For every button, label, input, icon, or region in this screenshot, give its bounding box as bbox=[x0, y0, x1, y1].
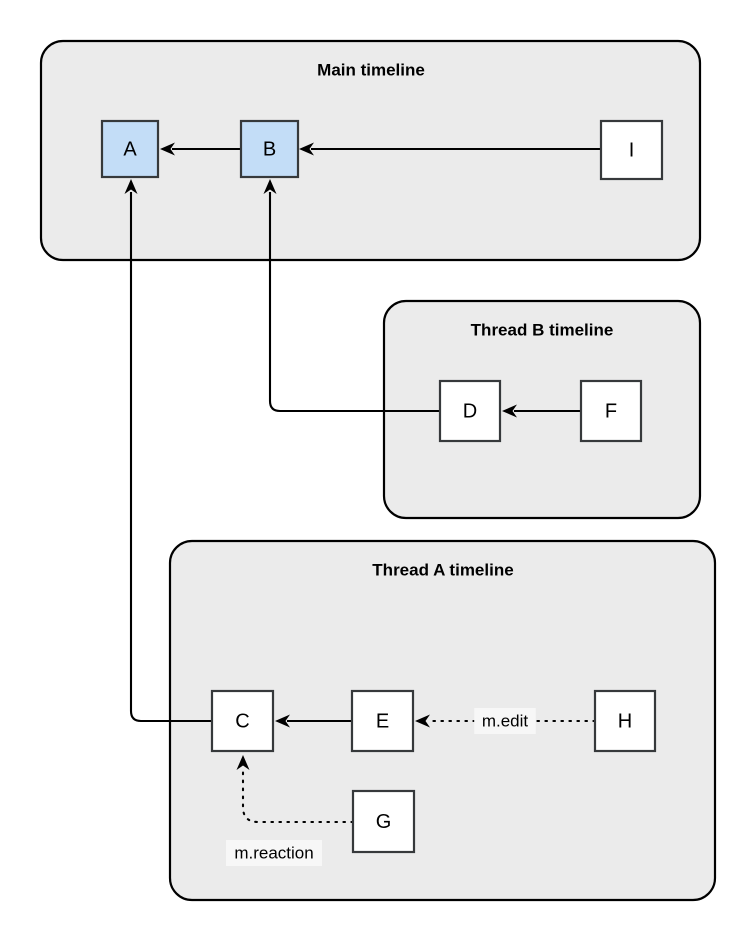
arrow-head-h-to-e bbox=[415, 714, 430, 728]
event-label-F: F bbox=[605, 400, 617, 422]
event-label-G: G bbox=[376, 811, 392, 833]
event-label-C: C bbox=[235, 710, 249, 732]
edge-c-to-a bbox=[124, 179, 212, 723]
edge-label-h-to-e: m.edit bbox=[482, 711, 529, 730]
event-node-C[interactable]: C bbox=[210, 689, 275, 753]
event-box-A[interactable] bbox=[100, 119, 160, 179]
edge-h-to-e bbox=[415, 714, 597, 728]
event-label-I: I bbox=[629, 139, 635, 161]
arrow-head-e-to-c bbox=[275, 714, 290, 728]
event-node-G[interactable]: G bbox=[351, 789, 416, 854]
event-label-H: H bbox=[618, 710, 632, 732]
timeline-title-thread-b: Thread B timeline bbox=[471, 320, 614, 339]
edge-f-to-d bbox=[502, 404, 581, 418]
edge-e-to-c bbox=[275, 714, 352, 728]
event-box-B[interactable] bbox=[239, 119, 300, 179]
event-box-G[interactable] bbox=[351, 789, 416, 854]
arrow-head-i-to-b bbox=[299, 142, 314, 156]
event-node-I[interactable]: I bbox=[599, 119, 664, 181]
event-box-D[interactable] bbox=[438, 379, 502, 443]
event-node-A[interactable]: A bbox=[100, 119, 160, 179]
timeline-container-rect-thread-b bbox=[382, 299, 702, 520]
arrow-head-d-to-b bbox=[263, 179, 277, 194]
arrow-head-f-to-d bbox=[502, 404, 517, 418]
edge-g-to-c bbox=[236, 755, 355, 824]
event-box-C[interactable] bbox=[210, 689, 275, 753]
event-box-I[interactable] bbox=[599, 119, 664, 181]
event-nodes: A B I D F C E H G bbox=[100, 119, 664, 854]
relation-labels: m.edit m.reaction bbox=[226, 708, 536, 866]
event-relations bbox=[124, 142, 601, 824]
event-node-E[interactable]: E bbox=[350, 689, 415, 753]
event-node-F[interactable]: F bbox=[579, 379, 643, 443]
edge-line-c-to-a bbox=[129, 192, 212, 723]
edge-line-g-to-c bbox=[241, 766, 355, 824]
event-box-F[interactable] bbox=[579, 379, 643, 443]
arrow-head-b-to-a bbox=[160, 142, 175, 156]
event-node-H[interactable]: H bbox=[593, 689, 657, 753]
timeline-container-main: Main timeline bbox=[39, 39, 702, 262]
arrow-head-c-to-a bbox=[124, 179, 138, 194]
edge-label-bg-g-to-c bbox=[226, 840, 322, 866]
timeline-container-rect-main bbox=[39, 39, 702, 262]
edge-line-d-to-b bbox=[268, 192, 440, 413]
edge-label-bg-h-to-e bbox=[474, 708, 536, 734]
edge-label-g-to-c: m.reaction bbox=[234, 843, 313, 862]
event-node-B[interactable]: B bbox=[239, 119, 300, 179]
timeline-title-thread-a: Thread A timeline bbox=[372, 560, 513, 579]
timeline-container-thread-b: Thread B timeline bbox=[382, 299, 702, 520]
event-label-A: A bbox=[123, 138, 137, 160]
event-node-D[interactable]: D bbox=[438, 379, 502, 443]
event-label-B: B bbox=[263, 138, 276, 160]
edge-d-to-b bbox=[263, 179, 440, 413]
event-box-E[interactable] bbox=[350, 689, 415, 753]
event-box-H[interactable] bbox=[593, 689, 657, 753]
edge-b-to-a bbox=[160, 142, 241, 156]
arrow-head-g-to-c bbox=[236, 755, 250, 770]
edge-label-group-g-to-c: m.reaction bbox=[226, 840, 322, 866]
timeline-title-main: Main timeline bbox=[317, 60, 425, 79]
edge-label-group-h-to-e: m.edit bbox=[474, 708, 536, 734]
event-label-D: D bbox=[463, 400, 477, 422]
edge-i-to-b bbox=[299, 142, 601, 156]
event-label-E: E bbox=[376, 710, 389, 732]
